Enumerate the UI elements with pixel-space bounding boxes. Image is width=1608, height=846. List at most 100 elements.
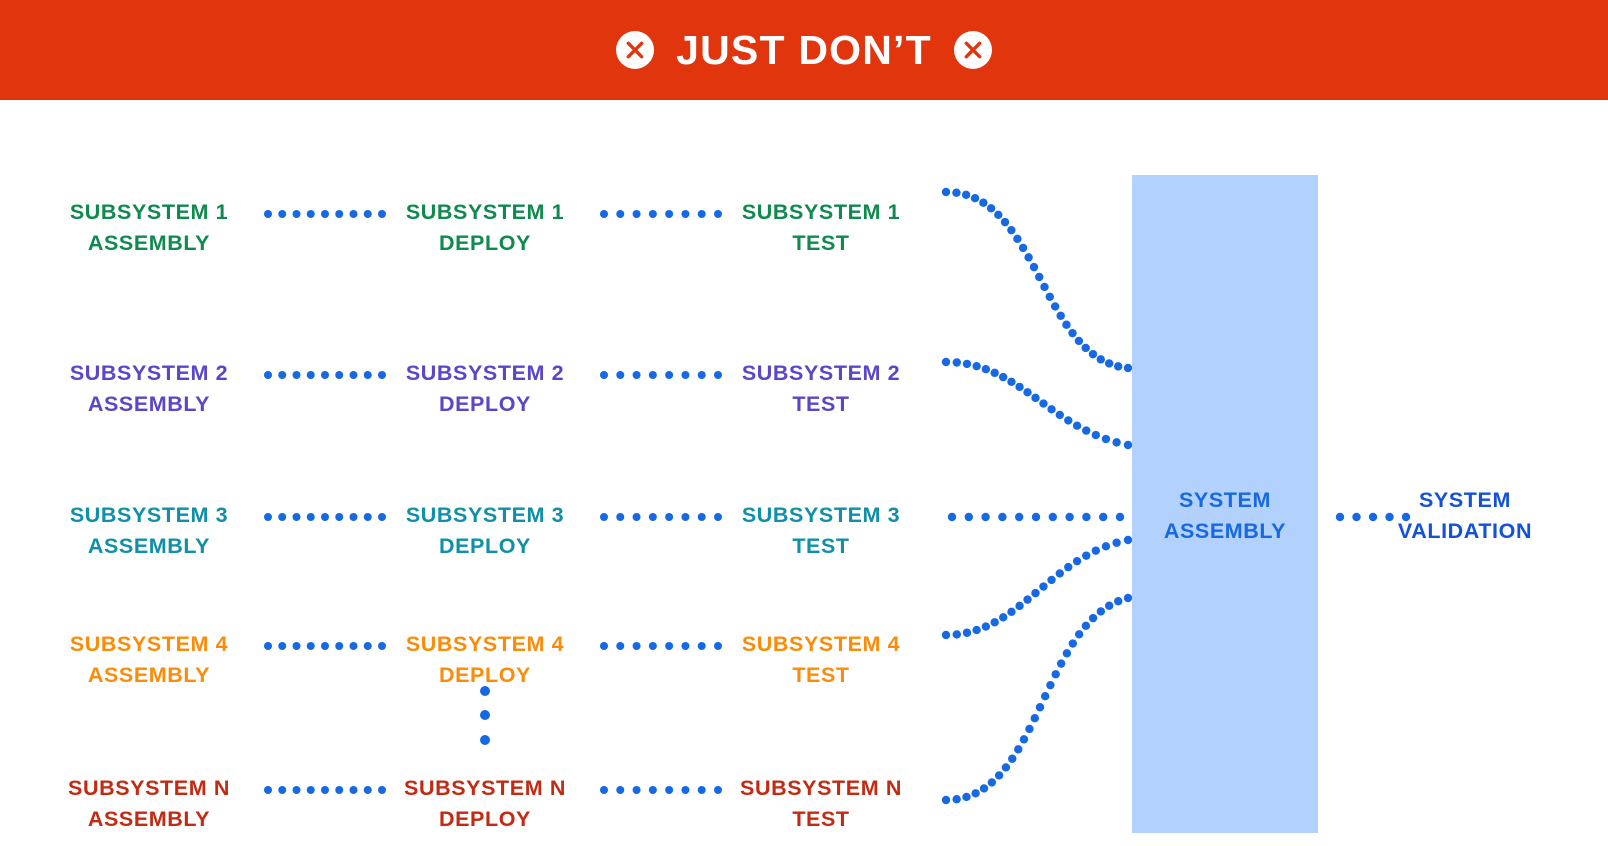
connector-dot xyxy=(349,513,358,521)
page-title: JUST DON’T xyxy=(676,26,932,73)
connector-dot xyxy=(1055,410,1064,420)
connector-dot xyxy=(972,361,981,371)
connector-dot xyxy=(947,512,957,522)
connector-dot xyxy=(1064,416,1073,425)
connector-dot xyxy=(363,642,372,650)
connector-dot xyxy=(1112,438,1121,447)
node-subsystem-4-assembly[interactable]: SUBSYSTEM 4 ASSEMBLY xyxy=(69,632,229,687)
connector-dot xyxy=(681,642,690,650)
connector-dot xyxy=(1031,512,1041,522)
connector-dot xyxy=(1101,434,1111,444)
connector-dot xyxy=(1112,538,1121,547)
connector-dot xyxy=(1046,680,1055,690)
connector-dot xyxy=(264,513,272,521)
connector-dot xyxy=(1115,512,1125,522)
connector-dot xyxy=(349,786,358,794)
connector-dot xyxy=(1105,601,1114,610)
connector-dot xyxy=(981,512,990,522)
connector-dot xyxy=(292,513,301,521)
connector-dot xyxy=(1335,512,1345,522)
connector-dot xyxy=(1088,349,1098,359)
connector-dot xyxy=(1091,546,1101,555)
connector-dot xyxy=(952,358,961,367)
node-subsystem-3-test[interactable]: SUBSYSTEM 3 TEST xyxy=(741,503,901,558)
connector-dot xyxy=(1007,225,1016,235)
node-subsystem-n-deploy[interactable]: SUBSYSTEM N DEPLOY xyxy=(404,776,566,831)
connector-dot xyxy=(480,686,490,696)
node-system-validation[interactable]: SYSTEM VALIDATION xyxy=(1397,488,1533,543)
node-system-assembly-label[interactable]: SYSTEM ASSEMBLY xyxy=(1163,488,1287,543)
connector-dot xyxy=(1045,292,1054,301)
connector-dot xyxy=(1055,569,1064,578)
node-subsystem-4-deploy[interactable]: SUBSYSTEM 4 DEPLOY xyxy=(405,632,565,687)
node-subsystem-2-assembly[interactable]: SUBSYSTEM 2 ASSEMBLY xyxy=(69,361,229,416)
connector-dot xyxy=(1023,595,1032,604)
connector-dot xyxy=(616,642,625,650)
node-subsystem-1-deploy[interactable]: SUBSYSTEM 1 DEPLOY xyxy=(405,200,565,255)
x-circle-icon-right xyxy=(953,31,992,69)
node-subsystem-4-test[interactable]: SUBSYSTEM 4 TEST xyxy=(741,632,901,687)
connector-dot xyxy=(1035,272,1044,282)
connector-dot xyxy=(714,786,722,794)
connector-dot xyxy=(292,786,301,794)
connector-dot xyxy=(1001,763,1011,772)
connector-dot xyxy=(986,204,996,213)
connector-dot xyxy=(999,613,1008,622)
connector-dot xyxy=(648,786,657,794)
connector-dot xyxy=(480,710,490,720)
connector-dot xyxy=(632,513,641,521)
connector-dot xyxy=(1051,670,1060,679)
node-subsystem-2-deploy[interactable]: SUBSYSTEM 2 DEPLOY xyxy=(405,361,565,416)
connector-dot xyxy=(665,513,674,521)
connector-dot xyxy=(1062,320,1071,329)
connector-dot xyxy=(335,513,344,521)
connector-dot xyxy=(952,188,961,197)
connector-dot xyxy=(714,371,722,379)
connector-dot xyxy=(1088,613,1098,623)
connector-dot xyxy=(292,371,301,379)
node-subsystem-1-assembly[interactable]: SUBSYSTEM 1 ASSEMBLY xyxy=(69,200,229,255)
connector-dot xyxy=(1368,512,1378,522)
connector-dot xyxy=(616,210,625,218)
connector-dot xyxy=(378,210,386,218)
connector-dot xyxy=(335,210,344,218)
node-subsystem-n-assembly[interactable]: SUBSYSTEM N ASSEMBLY xyxy=(68,776,230,831)
connector-dot xyxy=(1123,363,1133,373)
connector-dot xyxy=(665,371,674,379)
connector-dot xyxy=(1401,512,1411,522)
connector-dot xyxy=(1015,601,1024,611)
connector-dot xyxy=(1039,582,1048,591)
connector-dot xyxy=(378,786,386,794)
connector-dot xyxy=(1123,440,1133,450)
connector-dot xyxy=(600,786,608,794)
connector-dot xyxy=(962,359,972,369)
connector-dot xyxy=(1025,724,1034,734)
connector-dot xyxy=(962,628,972,637)
connector-dot xyxy=(981,364,991,374)
system-assembly-block xyxy=(1132,175,1318,833)
connector-dot xyxy=(697,513,706,521)
connector-dot xyxy=(1019,735,1029,744)
connector-dot xyxy=(1007,377,1016,387)
connector-dot xyxy=(648,371,657,379)
connector-dot xyxy=(952,630,961,639)
connector-dot xyxy=(1065,512,1074,522)
connector-dot xyxy=(1030,714,1039,723)
node-subsystem-3-deploy[interactable]: SUBSYSTEM 3 DEPLOY xyxy=(405,503,565,558)
connector-dot xyxy=(681,786,690,794)
connector-dot xyxy=(979,198,988,207)
node-subsystem-n-test[interactable]: SUBSYSTEM N TEST xyxy=(740,776,902,831)
node-subsystem-2-test[interactable]: SUBSYSTEM 2 TEST xyxy=(741,361,901,416)
connector-dot xyxy=(1385,512,1394,522)
node-subsystem-3-assembly[interactable]: SUBSYSTEM 3 ASSEMBLY xyxy=(69,503,229,558)
connector-dot xyxy=(1024,253,1033,262)
connector-dot xyxy=(1031,588,1040,598)
connector-dot xyxy=(264,642,272,650)
connector-dot xyxy=(962,792,971,802)
connector-dot xyxy=(964,512,973,522)
connector-dot xyxy=(1074,630,1084,639)
connector-dot xyxy=(1023,388,1032,397)
node-subsystem-1-test[interactable]: SUBSYSTEM 1 TEST xyxy=(741,200,901,255)
connector-dot xyxy=(306,513,315,521)
connector-dot xyxy=(600,513,608,521)
